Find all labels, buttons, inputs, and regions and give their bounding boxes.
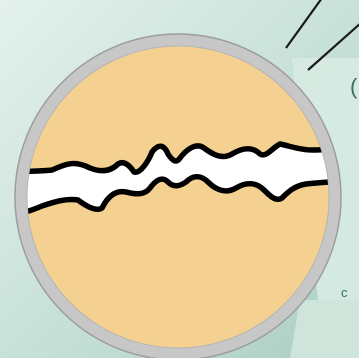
background-panel-lower	[290, 300, 359, 358]
edge-text-top-right: (	[350, 76, 357, 98]
edge-text-bottom-right: c	[341, 286, 348, 299]
